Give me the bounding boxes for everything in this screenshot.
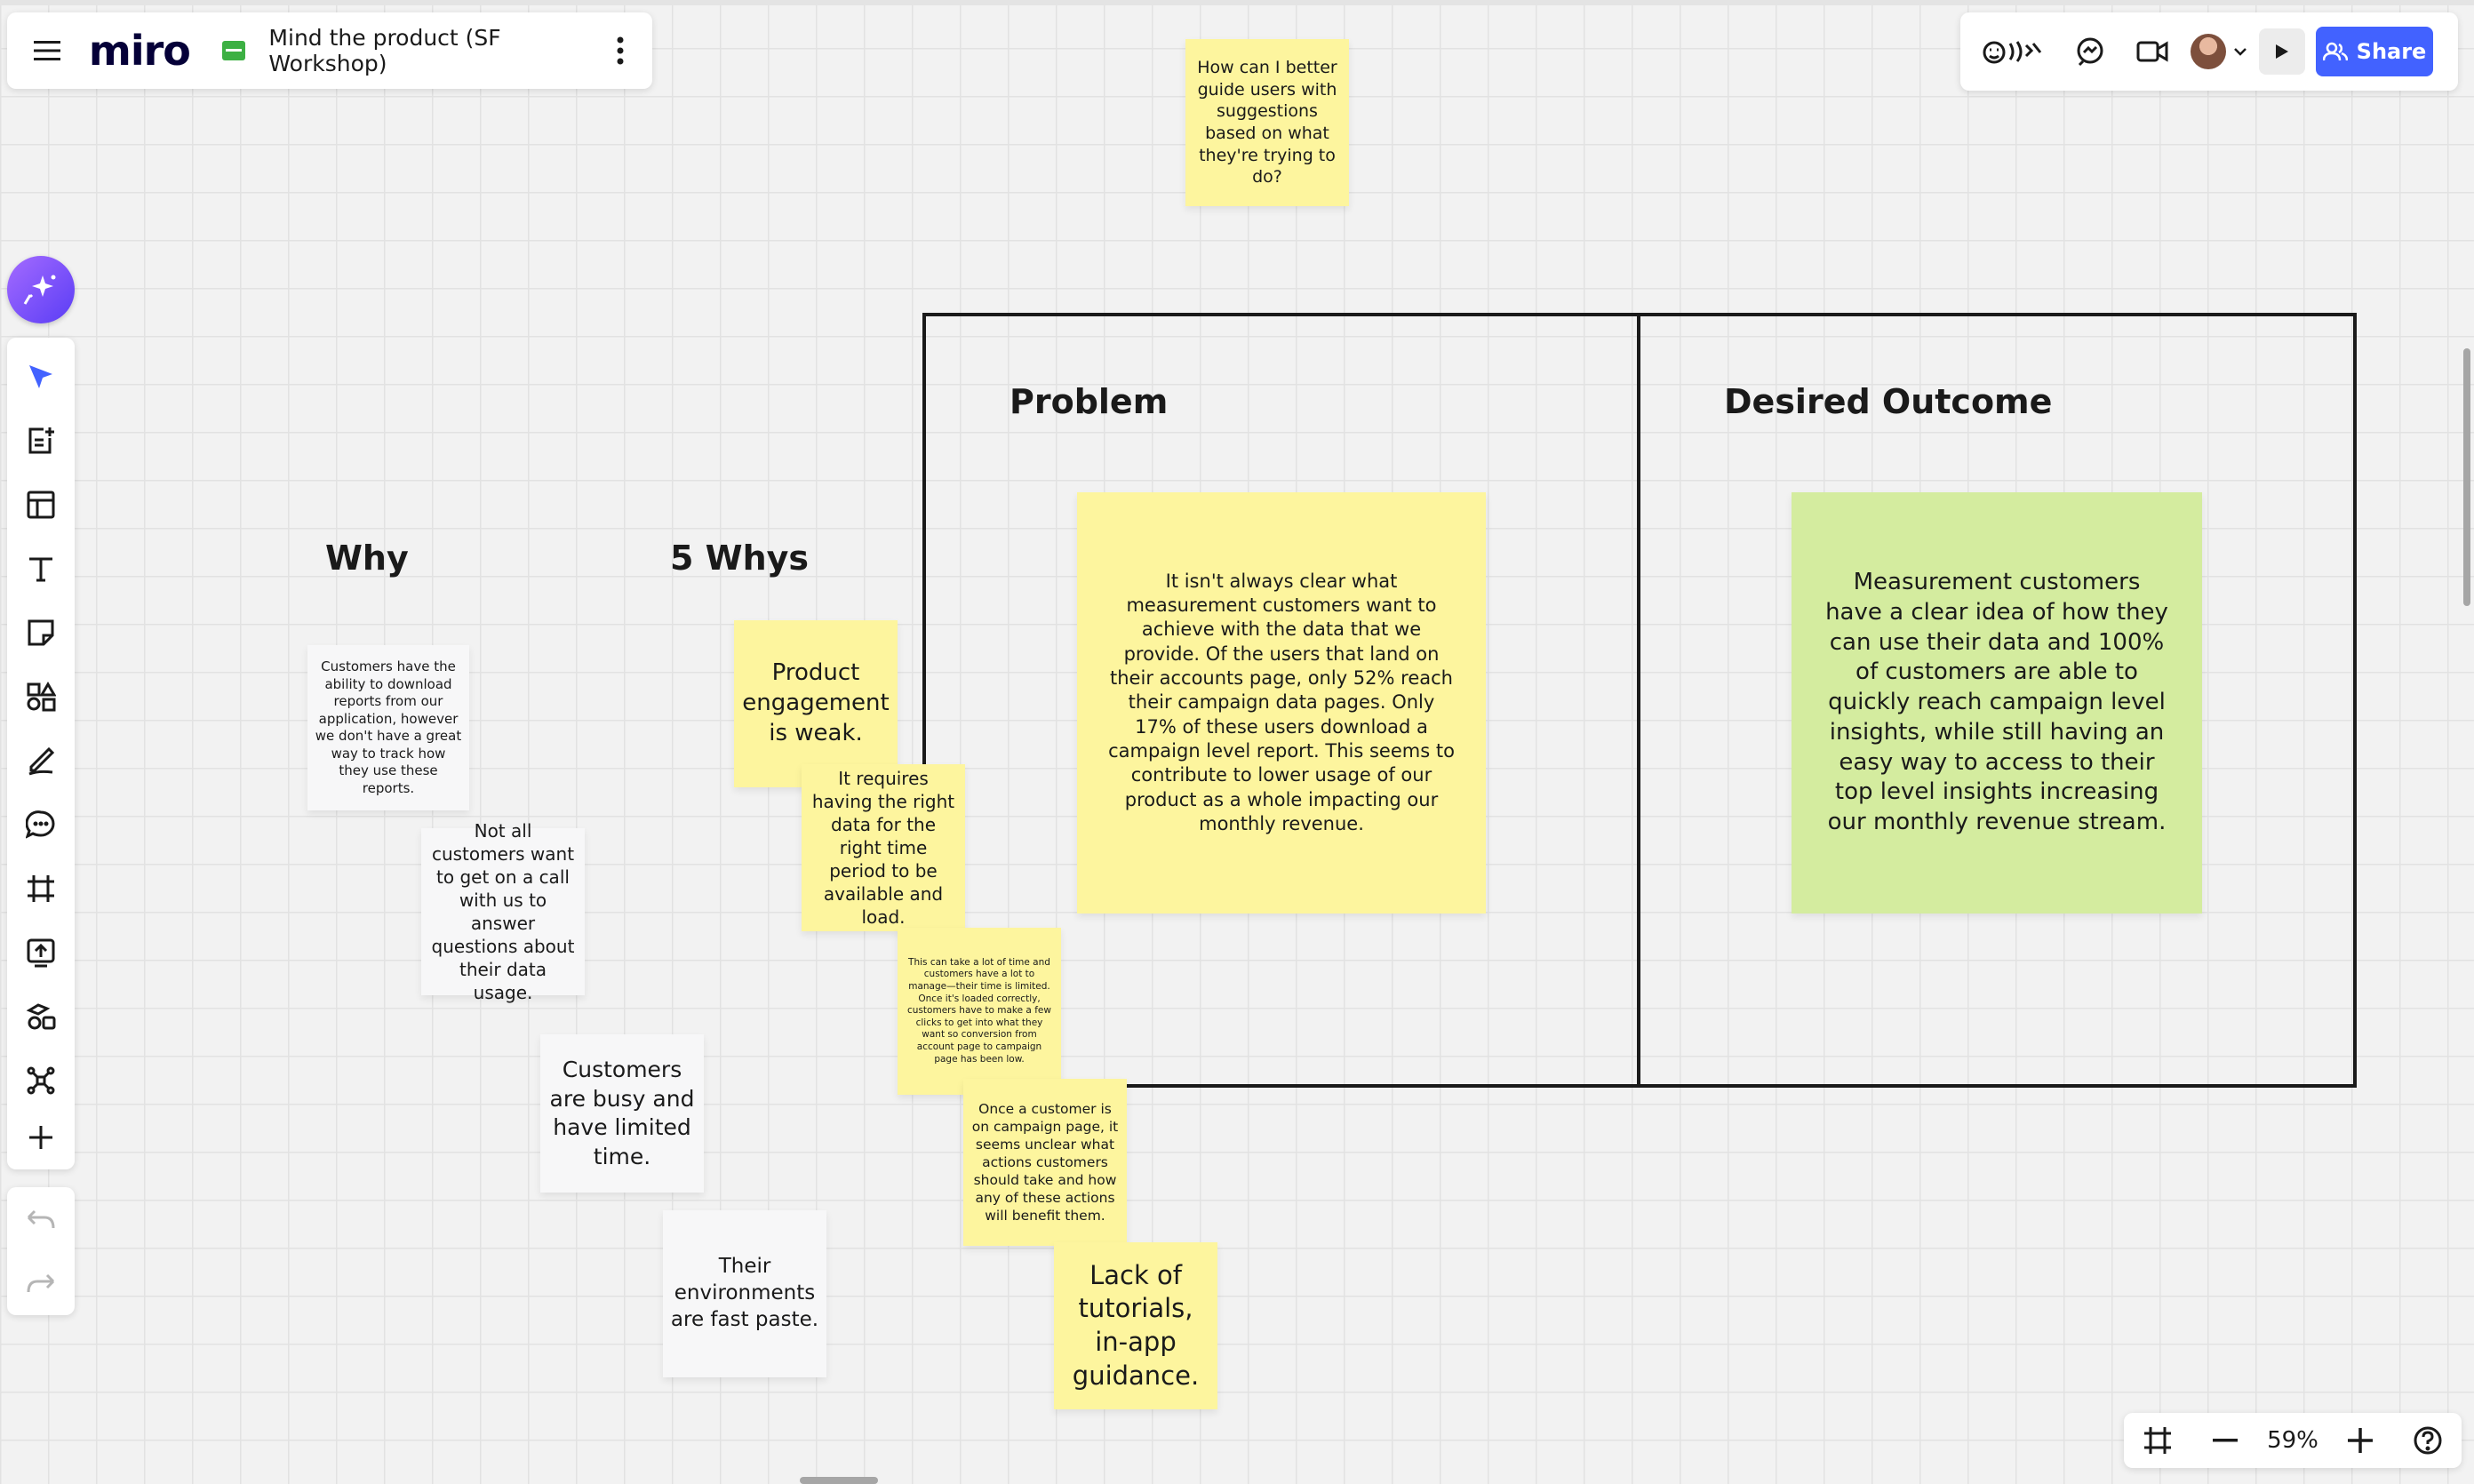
main-menu-button[interactable] (30, 33, 64, 68)
layout-icon (27, 491, 55, 519)
undo-button[interactable] (7, 1191, 75, 1248)
heading-problem[interactable]: Problem (1010, 382, 1169, 421)
plus-icon (2348, 1428, 2373, 1453)
miro-logo[interactable]: miro (88, 27, 191, 75)
share-button[interactable]: Share (2316, 27, 2433, 76)
zoom-out-button[interactable] (2191, 1413, 2259, 1468)
hamburger-icon (33, 41, 60, 60)
diagram-icon (27, 1066, 55, 1095)
diagram-tool[interactable] (7, 1052, 75, 1109)
video-camera-icon (2136, 41, 2168, 62)
redo-icon (27, 1273, 55, 1293)
ai-assist-button[interactable] (7, 256, 75, 323)
chat-button[interactable] (2065, 27, 2115, 76)
pen-tool[interactable] (7, 732, 75, 789)
help-icon (2414, 1426, 2442, 1455)
sticky-note-problem[interactable]: It isn't always clear what measurement c… (1077, 492, 1486, 914)
board-type-icon (221, 41, 246, 60)
sticky-note-five-whys-1[interactable]: Product engagement is weak. (734, 620, 898, 787)
sticky-note-five-whys-5[interactable]: Lack of tutorials, in-app guidance. (1054, 1242, 1217, 1409)
sticky-note-why-3[interactable]: Customers are busy and have limited time… (540, 1034, 704, 1193)
sticky-note-why-1[interactable]: Customers have the ability to download r… (307, 645, 469, 810)
top-ruler (0, 0, 2474, 5)
sparkle-icon (23, 275, 56, 305)
video-call-button[interactable] (2127, 27, 2177, 76)
cursor-arrow-icon (29, 365, 52, 388)
user-menu[interactable] (2188, 27, 2250, 76)
kebab-menu-icon (617, 36, 624, 65)
present-button[interactable] (2259, 28, 2305, 75)
shapes-tool[interactable] (7, 668, 75, 725)
pen-icon (28, 746, 55, 776)
zoom-level[interactable]: 59% (2267, 1427, 2318, 1454)
apps-tool[interactable] (7, 988, 75, 1045)
sticky-note-five-whys-3[interactable]: This can take a lot of time and customer… (898, 928, 1061, 1095)
frame-tool[interactable] (7, 860, 75, 917)
comment-icon (26, 810, 55, 839)
frame-divider (1637, 313, 1640, 1088)
text-icon (29, 557, 52, 582)
plus-icon (29, 1126, 52, 1149)
board-options-button[interactable] (608, 33, 633, 68)
undo-redo-panel (7, 1187, 75, 1315)
sticky-note-why-4[interactable]: Their environments are fast paste. (663, 1210, 826, 1377)
upload-icon (27, 938, 55, 968)
users-icon (2322, 42, 2348, 61)
board-header: miro Mind the product (SF Workshop) (7, 12, 652, 89)
sticky-note-top-question[interactable]: How can I better guide users with sugges… (1185, 39, 1349, 206)
minus-icon (2213, 1439, 2238, 1442)
reactions-button[interactable] (1973, 27, 2053, 76)
redo-button[interactable] (7, 1255, 75, 1312)
sticky-note-five-whys-4[interactable]: Once a customer is on campaign page, it … (963, 1079, 1127, 1246)
tool-bar (7, 338, 75, 1169)
comment-tool[interactable] (7, 796, 75, 853)
share-label: Share (2356, 39, 2427, 64)
zoom-bar: 59% (2124, 1413, 2462, 1468)
sticky-note-why-2[interactable]: Not all customers want to get on a call … (421, 820, 585, 1003)
collaboration-toolbar: Share (1960, 12, 2458, 91)
upload-tool[interactable] (7, 924, 75, 981)
chat-icon (2077, 37, 2103, 67)
templates-tool[interactable] (7, 412, 75, 469)
heading-desired-outcome[interactable]: Desired Outcome (1724, 382, 2053, 421)
heading-five-whys[interactable]: 5 Whys (670, 539, 810, 578)
user-avatar (2191, 34, 2226, 69)
reactions-icon (1983, 41, 2042, 64)
board-title[interactable]: Mind the product (SF Workshop) (268, 25, 501, 76)
vertical-scrollbar[interactable] (2463, 348, 2470, 606)
add-tool[interactable] (7, 1109, 75, 1166)
notes-plus-icon (28, 427, 54, 454)
frame-icon (28, 875, 54, 902)
horizontal-scrollbar[interactable] (800, 1477, 878, 1484)
apps-icon (26, 1003, 56, 1030)
sticky-note-tool[interactable] (7, 604, 75, 661)
help-button[interactable] (2394, 1413, 2462, 1468)
select-tool[interactable] (7, 348, 75, 405)
undo-icon (27, 1209, 55, 1229)
zoom-in-button[interactable] (2326, 1413, 2394, 1468)
fit-screen-icon (2144, 1427, 2171, 1454)
sticky-note-desired-outcome[interactable]: Measurement customers have a clear idea … (1792, 492, 2202, 914)
play-icon (2276, 44, 2288, 59)
shapes-icon (27, 682, 56, 712)
chevron-down-icon (2234, 48, 2247, 56)
fit-to-screen-button[interactable] (2124, 1413, 2191, 1468)
sticky-note-icon (28, 619, 54, 646)
text-tool[interactable] (7, 540, 75, 597)
layout-tool[interactable] (7, 476, 75, 533)
sticky-note-five-whys-2[interactable]: It requires having the right data for th… (802, 764, 965, 931)
heading-why[interactable]: Why (325, 539, 409, 578)
